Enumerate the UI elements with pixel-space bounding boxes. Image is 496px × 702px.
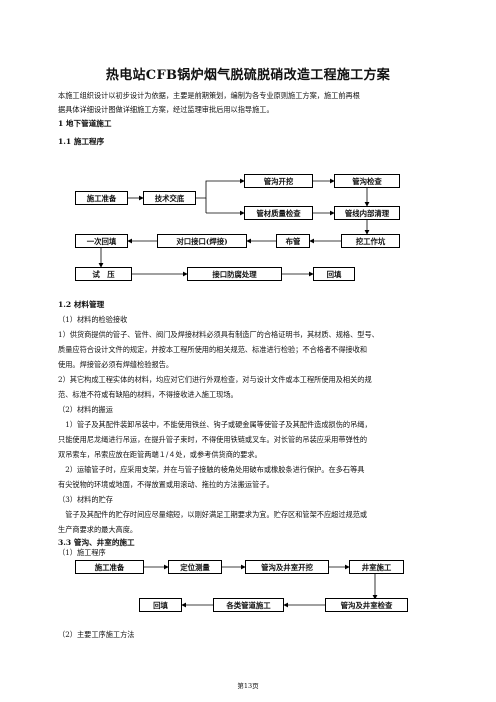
text-line: 只能使用尼龙绳进行吊运，在提升管子束时，不得使用铁链或叉车。对长管的吊装应采用带… bbox=[58, 435, 368, 444]
section-heading-1: 1 地下管道施工 bbox=[58, 119, 112, 128]
flow-step-trench-check: 管沟检查 bbox=[334, 174, 400, 188]
flow-step-welding: 对口接口(焊接) bbox=[157, 234, 247, 248]
section-heading-1-1: 1.1 施工程序 bbox=[58, 137, 105, 146]
flow2-step-inspection: 管沟及井室检查 bbox=[325, 598, 408, 612]
intro-line-2: 据具体详细设计图做详细施工方案，经过监理审批后用以指导施工。 bbox=[58, 105, 274, 114]
text-line: （2）材料的搬运 bbox=[58, 405, 113, 414]
document-title: 热电站CFB锅炉烟气脱硫脱硝改造工程施工方案 bbox=[105, 68, 391, 83]
flow-step-trench-digging: 管沟开挖 bbox=[244, 174, 313, 188]
text-line: （1）材料的检验接收 bbox=[58, 315, 128, 324]
flow-step-pipe-laying: 布管 bbox=[276, 234, 310, 248]
flow-step-pressure-test: 试 压 bbox=[75, 267, 132, 281]
text-line: 双吊索车，吊索应放在距管两端１/４处，或参考供货商的要求。 bbox=[58, 450, 262, 459]
flow-step-pipe-quality-check: 管材质量检查 bbox=[244, 206, 313, 220]
text-line: 生产商要求的最大高度。 bbox=[58, 525, 138, 534]
text-line: 有尖锐物的环境或地面，不得放置或用滚动、拖拉的方法搬运管子。 bbox=[58, 480, 274, 489]
intro-line-1: 本施工组织设计以初步设计为依据，主要是前期策划，编制为各专业原则施工方案，施工前… bbox=[58, 91, 360, 100]
text-line: （3）材料的贮存 bbox=[58, 495, 113, 504]
flow2-step-pipes: 各类管道施工 bbox=[213, 598, 284, 612]
text-line: （2）主要工序施工方法 bbox=[58, 630, 135, 639]
flow-step-pipe-cleaning: 管线内部清理 bbox=[334, 206, 400, 220]
flow-step-first-backfill: 一次回填 bbox=[75, 234, 128, 248]
text-line: 2）其它构成工程实体的材料，均应对它们进行外观检查，对与设计文件或本工程所使用及… bbox=[58, 375, 372, 384]
page-number: 第13页 bbox=[237, 682, 259, 690]
flow-step-prep: 施工准备 bbox=[75, 191, 128, 205]
flow-step-backfill: 回填 bbox=[313, 267, 355, 281]
flow2-step-survey: 定位测量 bbox=[168, 560, 222, 574]
flow2-step-well: 井室施工 bbox=[349, 560, 404, 574]
text-line: 1）管子及其配件装卸吊装中，不能使用铁丝、钩子或硬金属等使管子及其配件造成损伤的… bbox=[58, 420, 372, 429]
section-heading-3-3: 3.3 管沟、井室的施工 bbox=[58, 538, 135, 547]
section-heading-1-2: 1.2 材料管理 bbox=[58, 300, 105, 309]
flow-step-anticorrosion: 接口防腐处理 bbox=[187, 267, 282, 281]
text-line: 质量应符合设计文件的规定，并按本工程所使用的相关规范、标准进行检验；不合格者不得… bbox=[58, 345, 368, 354]
flow-step-tech-briefing: 技术交底 bbox=[143, 191, 196, 205]
text-line: 2）运输管子时，应采用支架，并在与管子接触的棱角处用破布或橡胶条进行保护。在多石… bbox=[58, 465, 365, 474]
text-line: 范、标准不符或有缺陷的材料，不得接收进入施工现场。 bbox=[58, 390, 238, 399]
text-line: 使用。焊接管必须有焊缝检验报告。 bbox=[58, 360, 174, 369]
flow2-step-prep: 施工准备 bbox=[75, 560, 144, 574]
flow2-step-backfill: 回填 bbox=[139, 598, 182, 612]
flow-step-work-pit: 挖工作坑 bbox=[341, 234, 400, 248]
text-line: 管子及其配件的贮存时间应尽量缩短，以刚好满足工期要求为宜。贮存区和管架不应超过规… bbox=[58, 510, 368, 519]
text-line: 1）供货商提供的管子、管件、阀门及焊接材料必须具有制造厂的合格证明书，其材质、规… bbox=[58, 330, 379, 339]
text-line: （1）施工程序 bbox=[58, 548, 106, 557]
flow2-step-digging: 管沟及井室开挖 bbox=[245, 560, 329, 574]
